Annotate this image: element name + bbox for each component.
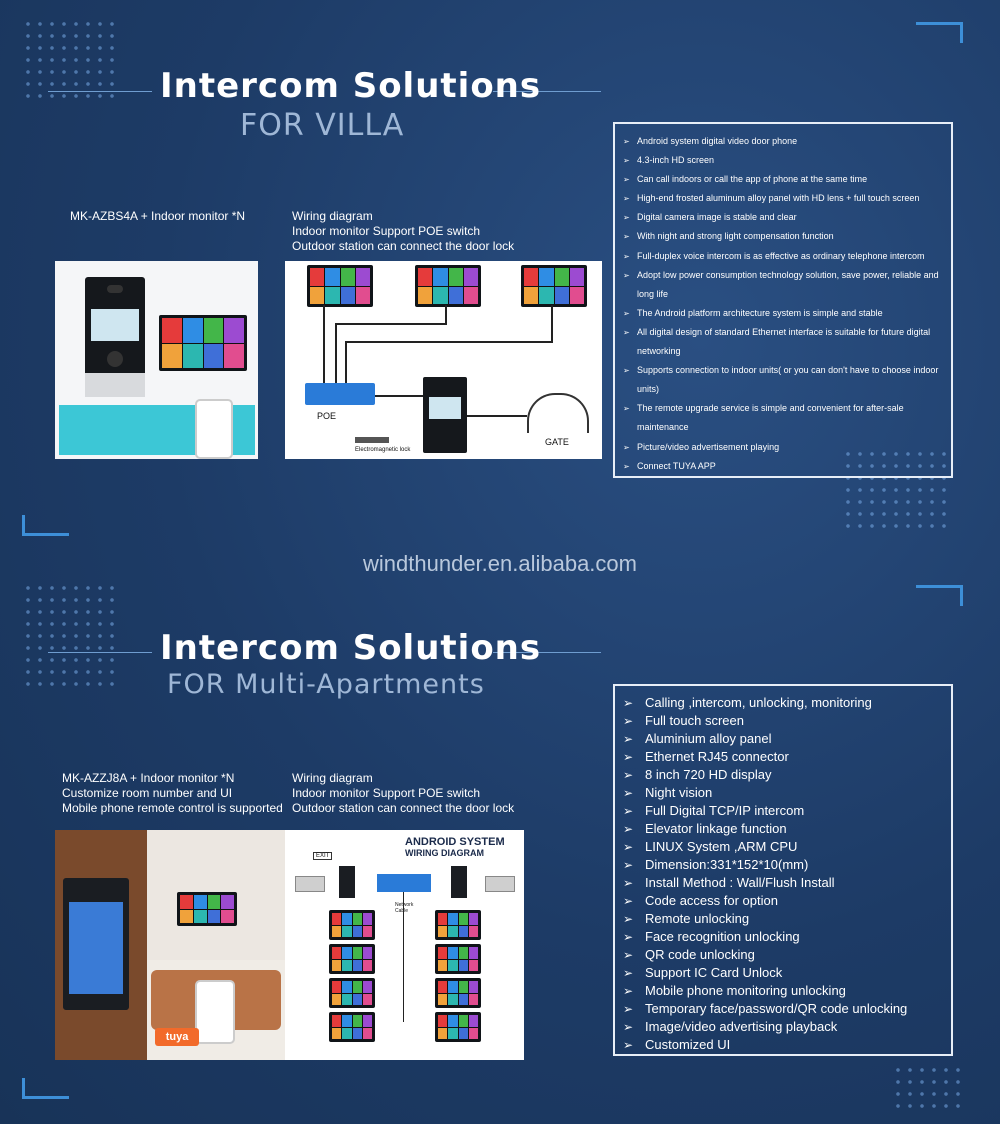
diagram-title: ANDROID SYSTEM bbox=[405, 836, 505, 848]
apartments-product-image: tuya bbox=[55, 830, 285, 1060]
indoor-monitor bbox=[177, 892, 237, 926]
feature-item: 8 inch 720 HD display bbox=[623, 766, 941, 784]
phone-icon bbox=[195, 399, 233, 459]
indoor-monitor bbox=[435, 910, 481, 940]
feature-item: Android system digital video door phone bbox=[623, 132, 941, 151]
apartments-feature-list: Calling ,intercom, unlocking, monitoring… bbox=[613, 684, 953, 1056]
villa-wiring-caption: Wiring diagram Indoor monitor Support PO… bbox=[292, 209, 515, 253]
feature-item: Full-duplex voice intercom is as effecti… bbox=[623, 247, 941, 266]
feature-item: Support IC Card Unlock bbox=[623, 964, 941, 982]
corner-decoration bbox=[916, 22, 963, 43]
feature-item: Picture/video advertisement playing bbox=[623, 438, 941, 457]
indoor-monitor bbox=[435, 978, 481, 1008]
dot-pattern-top-left bbox=[22, 18, 118, 102]
section-subtitle-villa: FOR VILLA bbox=[240, 108, 405, 143]
network-cable-label: Network Cable bbox=[395, 902, 414, 914]
outdoor-station bbox=[85, 277, 145, 397]
feature-item: With night and strong light compensation… bbox=[623, 227, 941, 246]
feature-item: Temporary face/password/QR code unlockin… bbox=[623, 1000, 941, 1018]
section-subtitle-apartments: FOR Multi-Apartments bbox=[167, 669, 485, 700]
feature-item: Customized UI bbox=[623, 1036, 941, 1054]
villa-feature-list: Android system digital video door phone4… bbox=[613, 122, 953, 478]
villa-product-image bbox=[55, 261, 258, 459]
feature-item: Elevator linkage function bbox=[623, 820, 941, 838]
poe-switch bbox=[305, 383, 375, 405]
door-station bbox=[339, 866, 355, 898]
feature-item: Night vision bbox=[623, 784, 941, 802]
feature-item: Remote unlocking bbox=[623, 910, 941, 928]
phone-icon bbox=[195, 980, 235, 1044]
feature-item: Mobile phone monitoring unlocking bbox=[623, 982, 941, 1000]
title-rule-left bbox=[48, 652, 152, 653]
title-rule-left bbox=[48, 91, 152, 92]
exit-label: EXIT bbox=[313, 852, 333, 860]
feature-item: Can call indoors or call the app of phon… bbox=[623, 170, 941, 189]
feature-item: Adopt low power consumption technology s… bbox=[623, 266, 941, 304]
lock-label: Electromagnetic lock bbox=[355, 447, 411, 453]
corner-decoration bbox=[22, 1078, 69, 1099]
poe-label: POE bbox=[317, 411, 337, 421]
lock-icon bbox=[355, 437, 389, 443]
poe-switch bbox=[377, 874, 431, 892]
indoor-monitor bbox=[159, 315, 247, 371]
feature-item: Image/video advertising playback bbox=[623, 1018, 941, 1036]
feature-item: Digital camera image is stable and clear bbox=[623, 208, 941, 227]
feature-item: Full touch screen bbox=[623, 712, 941, 730]
apartments-wiring-caption: Wiring diagram Indoor monitor Support PO… bbox=[292, 771, 515, 815]
lock-icon bbox=[295, 876, 325, 892]
diagram-subtitle: WIRING DIAGRAM bbox=[405, 848, 484, 858]
feature-item: Dimension:331*152*10(mm) bbox=[623, 856, 941, 874]
feature-item: Full Digital TCP/IP intercom bbox=[623, 802, 941, 820]
villa-wiring-diagram: POE GATE Electromagnetic lock bbox=[285, 261, 602, 459]
section-title-villa: Intercom Solutions bbox=[160, 66, 542, 106]
feature-item: The Android platform architecture system… bbox=[623, 304, 941, 323]
title-rule-right bbox=[493, 652, 601, 653]
feature-item: The remote upgrade service is simple and… bbox=[623, 399, 941, 437]
indoor-monitor bbox=[329, 910, 375, 940]
watermark: windthunder.en.alibaba.com bbox=[363, 551, 637, 576]
dot-pattern-lower-left bbox=[22, 582, 118, 688]
door-station bbox=[451, 866, 467, 898]
indoor-monitor bbox=[435, 1012, 481, 1042]
tuya-logo: tuya bbox=[155, 1028, 199, 1046]
feature-item: Connect TUYA APP bbox=[623, 457, 941, 476]
gate-icon bbox=[527, 393, 589, 433]
lock-icon bbox=[485, 876, 515, 892]
indoor-monitor bbox=[329, 944, 375, 974]
feature-item: LINUX System ,ARM CPU bbox=[623, 838, 941, 856]
feature-item: QR code unlocking bbox=[623, 946, 941, 964]
feature-item: 4.3-inch HD screen bbox=[623, 151, 941, 170]
feature-item: Calling ,intercom, unlocking, monitoring bbox=[623, 694, 941, 712]
feature-item: High-end frosted aluminum alloy panel wi… bbox=[623, 189, 941, 208]
door-station bbox=[423, 377, 467, 453]
title-rule-right bbox=[493, 91, 601, 92]
feature-item: Code access for option bbox=[623, 892, 941, 910]
outdoor-station bbox=[63, 878, 129, 1010]
indoor-monitor bbox=[435, 944, 481, 974]
indoor-monitor bbox=[307, 265, 373, 307]
indoor-monitor bbox=[329, 1012, 375, 1042]
apartments-product-caption: MK-AZZJ8A + Indoor monitor *N Customize … bbox=[62, 771, 283, 815]
feature-item: Face recognition unlocking bbox=[623, 928, 941, 946]
feature-item: Install Method : Wall/Flush Install bbox=[623, 874, 941, 892]
gate-label: GATE bbox=[545, 437, 569, 447]
corner-decoration bbox=[22, 515, 69, 536]
indoor-monitor bbox=[521, 265, 587, 307]
indoor-monitor bbox=[329, 978, 375, 1008]
feature-item: All digital design of standard Ethernet … bbox=[623, 323, 941, 361]
indoor-monitor bbox=[415, 265, 481, 307]
feature-item: Supports connection to indoor units( or … bbox=[623, 361, 941, 399]
dot-pattern-bottom-right bbox=[892, 1064, 964, 1116]
corner-decoration bbox=[916, 585, 963, 606]
feature-item: Ethernet RJ45 connector bbox=[623, 748, 941, 766]
section-title-apartments: Intercom Solutions bbox=[160, 628, 542, 668]
feature-item: Aluminium alloy panel bbox=[623, 730, 941, 748]
apartments-wiring-diagram: ANDROID SYSTEM WIRING DIAGRAM EXIT Netwo… bbox=[285, 830, 524, 1060]
villa-product-caption: MK-AZBS4A + Indoor monitor *N bbox=[70, 209, 246, 223]
